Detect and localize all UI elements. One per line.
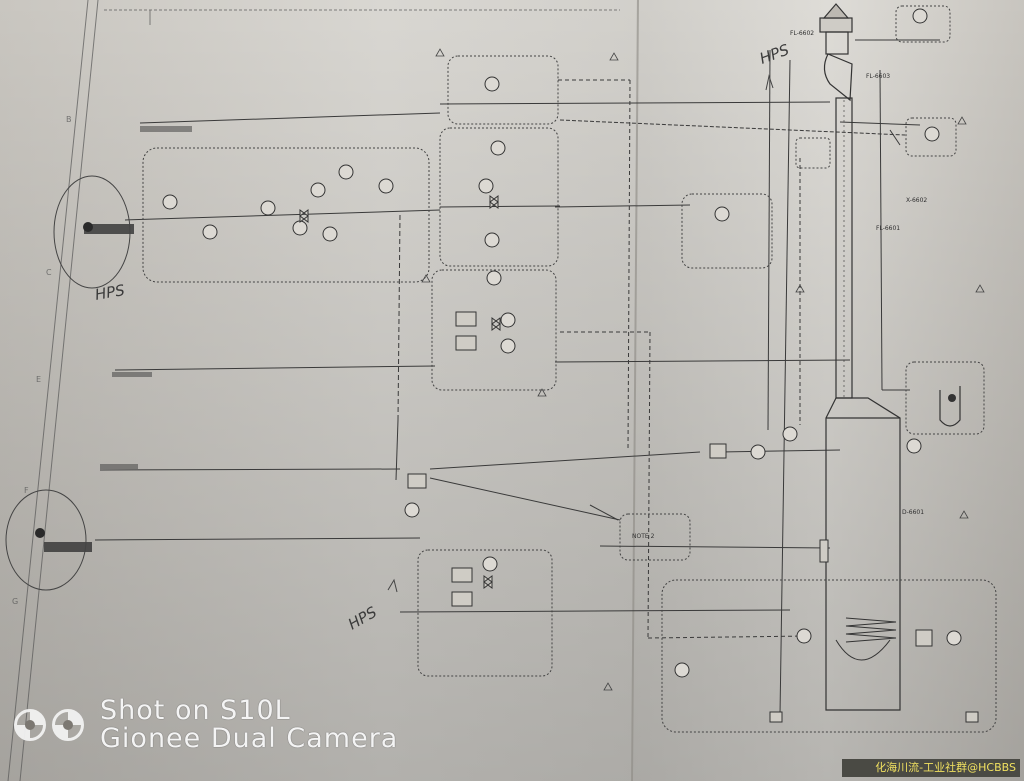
handwriting-hps-left: HPS xyxy=(94,281,127,304)
tag-d-6601: D-6601 xyxy=(902,509,924,516)
page-fold xyxy=(631,0,639,781)
tag-x-6602: X-6602 xyxy=(906,197,927,204)
flare-stack xyxy=(819,3,901,711)
tag-fl-6602: FL-6602 xyxy=(790,30,814,37)
svg-text:F: F xyxy=(24,486,29,495)
camera-watermark-overlay: Shot on S10L Gionee Dual Camera xyxy=(14,690,434,760)
tag-fl-6601: FL-6601 xyxy=(876,225,900,232)
instrument-bubbles xyxy=(162,8,962,678)
off-page-connectors xyxy=(44,126,192,552)
svg-text:E: E xyxy=(36,375,41,384)
pencil-marks xyxy=(5,74,774,593)
revision-triangles xyxy=(421,48,985,691)
valves xyxy=(299,195,979,723)
svg-text:C: C xyxy=(46,268,52,277)
heater-coil xyxy=(845,617,897,643)
overlay-shot-on: Shot on S10L xyxy=(100,694,291,726)
overlay-camera-name: Gionee Dual Camera xyxy=(100,723,399,754)
svg-text:G: G xyxy=(12,597,18,606)
tag-fl-6603: FL-6603 xyxy=(866,73,890,80)
svg-text:B: B xyxy=(66,115,72,124)
camera-logo-icon xyxy=(14,705,94,745)
forum-watermark: 化海川流-工业社群@HCBBS xyxy=(842,759,1020,777)
note-label: NOTE 2 xyxy=(632,533,655,540)
package-boundaries xyxy=(142,5,997,733)
